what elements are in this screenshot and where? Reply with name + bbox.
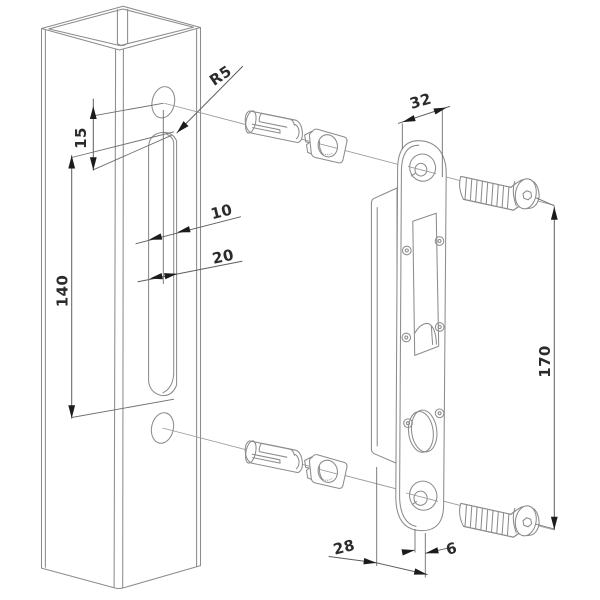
dim-label-r5: R5 bbox=[206, 62, 235, 90]
clip-nut-spring bbox=[304, 130, 316, 156]
dim-label-10: 10 bbox=[209, 200, 234, 223]
plate-hole-top-inner bbox=[414, 162, 428, 177]
dim-slot-length: 140 bbox=[53, 131, 175, 419]
dim-label-170: 170 bbox=[536, 345, 554, 378]
cylinder-hole-inner bbox=[407, 410, 434, 453]
keep-plate bbox=[395, 140, 447, 532]
clip-nut-brand-mark bbox=[320, 152, 333, 156]
post-edge-lines bbox=[44, 28, 198, 588]
screw-hex-socket bbox=[522, 190, 533, 201]
clip-nut-hole bbox=[317, 134, 339, 158]
centerline-hole-segments bbox=[317, 142, 439, 502]
screw-head-face bbox=[514, 178, 537, 210]
keep-plate-thickness bbox=[399, 144, 420, 527]
screw-head-rim bbox=[512, 180, 517, 207]
dim-plate-width: 32 bbox=[398, 90, 450, 177]
assembly-centerlines bbox=[162, 102, 555, 531]
post-slot bbox=[148, 131, 178, 397]
latch-ramp bbox=[414, 323, 437, 346]
clip-nut-top bbox=[304, 128, 348, 164]
sleeve-cutouts bbox=[251, 112, 300, 140]
plate-hole-bottom-outer bbox=[409, 480, 438, 511]
dim-label-28: 28 bbox=[331, 536, 356, 559]
dim-body-depth: 28 bbox=[328, 467, 428, 578]
dim-slot-width: 10 bbox=[135, 110, 241, 284]
post-hole-bottom bbox=[150, 412, 175, 444]
plate-hole-top-cone bbox=[410, 172, 417, 177]
latch-recess bbox=[412, 212, 440, 356]
plate-hole-top-outer bbox=[409, 153, 437, 182]
dim-hole-to-slot: 15 bbox=[72, 98, 172, 171]
dim-label-20: 20 bbox=[211, 246, 236, 268]
dim-label-6: 6 bbox=[444, 539, 459, 559]
clip-nut-bottom bbox=[304, 454, 348, 489]
sleeve-end-cap bbox=[245, 110, 257, 134]
plate-hole-bottom-cone bbox=[411, 501, 417, 506]
square-post bbox=[40, 5, 202, 590]
post-top-face bbox=[40, 8, 202, 51]
dim-label-140: 140 bbox=[53, 275, 71, 308]
clip-nut-hole-depth bbox=[318, 140, 324, 155]
screw-bottom bbox=[459, 502, 540, 538]
post-hole-top bbox=[151, 86, 176, 119]
screw-top bbox=[459, 175, 540, 211]
keep-body-outline bbox=[370, 187, 398, 465]
dim-hole-edge-offset: 6 bbox=[401, 529, 459, 559]
dim-label-15: 15 bbox=[72, 127, 90, 149]
cylinder-hole-outer bbox=[410, 409, 438, 453]
keep-body bbox=[370, 187, 398, 465]
post-slot-inner-edge bbox=[162, 133, 175, 394]
dim-label-32: 32 bbox=[408, 90, 434, 113]
dim-slot-offset: 20 bbox=[137, 246, 243, 283]
dim-hole-spacing: 170 bbox=[535, 197, 558, 531]
sleeve-insert-bottom bbox=[243, 439, 303, 474]
sleeve-insert-top bbox=[244, 110, 303, 144]
